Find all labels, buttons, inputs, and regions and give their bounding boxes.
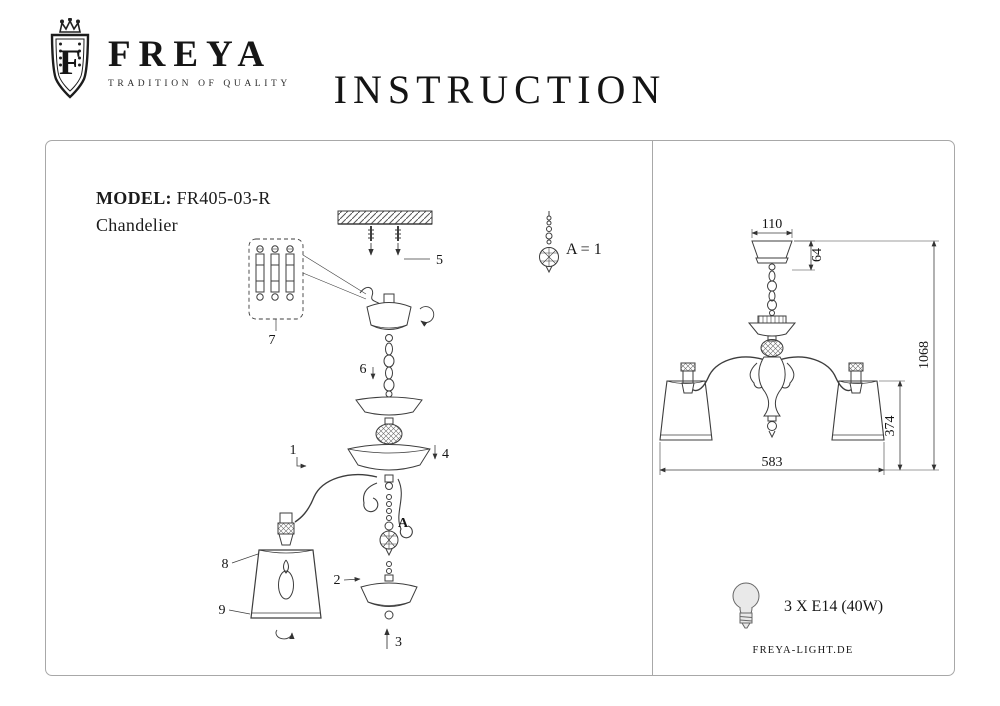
dimension-labels: 110 64 583 374 1068 3 X E14 (40W) FREYA-… xyxy=(753,217,932,656)
crystal-pendant xyxy=(379,494,399,557)
brand-block: FREYA TRADITION OF QUALITY xyxy=(108,36,291,89)
rotate-arrow-icon xyxy=(275,629,295,640)
arm xyxy=(294,473,413,539)
arrow-1 xyxy=(296,457,307,469)
dim-width xyxy=(659,442,885,475)
lamp-shade xyxy=(228,549,322,640)
rotate-arrow-icon xyxy=(419,306,435,327)
model-value: FR405-03-R xyxy=(176,188,271,208)
model-block: MODEL: FR405-03-R Chandelier xyxy=(96,185,271,239)
model-label: MODEL: xyxy=(96,188,172,208)
lamp-spec: 3 X E14 (40W) xyxy=(784,598,883,615)
canopy xyxy=(359,286,435,342)
dim-583: 583 xyxy=(762,455,783,470)
product-type: Chandelier xyxy=(96,215,178,235)
crystal-drop-detail xyxy=(539,211,559,274)
crown-icon xyxy=(59,18,81,33)
bulb-icon xyxy=(732,582,760,629)
page-title: INSTRUCTION xyxy=(333,67,667,112)
crystal-marker-label: A xyxy=(398,516,409,531)
front-body xyxy=(690,315,854,439)
dim-374: 374 xyxy=(883,416,898,437)
ceiling-mount xyxy=(337,210,433,260)
brand-name: FREYA xyxy=(108,34,273,75)
upper-dish xyxy=(355,390,423,445)
part-label-3: 3 xyxy=(395,635,402,650)
front-canopy xyxy=(751,240,793,271)
part-label-4: 4 xyxy=(442,447,449,462)
part-label-9: 9 xyxy=(219,603,226,618)
candle-bulb xyxy=(278,559,294,600)
part-label-5: 5 xyxy=(436,253,443,268)
chain xyxy=(370,342,395,392)
part-label-6: 6 xyxy=(360,362,367,377)
brand-tagline: TRADITION OF QUALITY xyxy=(108,79,291,89)
crystal-ball-ornament xyxy=(375,423,403,445)
arrow-2 xyxy=(343,576,361,582)
dim-64: 64 xyxy=(810,248,825,262)
logo-letter: F xyxy=(59,42,81,82)
front-left-lamp xyxy=(659,362,713,441)
part-label-7: 7 xyxy=(269,333,276,348)
dim-1068: 1068 xyxy=(917,341,932,369)
dim-110: 110 xyxy=(762,217,782,232)
dim-canopy-width xyxy=(751,229,793,238)
freya-shield-logo: F xyxy=(50,18,90,99)
dimension-drawing: 110 64 583 374 1068 3 X E14 (40W) FREYA-… xyxy=(659,217,939,656)
crystal-note: A = 1 xyxy=(566,241,602,258)
content-frame: MODEL: FR405-03-R Chandelier xyxy=(45,140,955,676)
front-chain xyxy=(767,270,777,316)
part-label-2: 2 xyxy=(334,573,341,588)
center-bowl xyxy=(347,444,431,490)
website: FREYA-LIGHT.DE xyxy=(753,645,854,656)
terminal-block-detail xyxy=(248,238,367,331)
part-label-8: 8 xyxy=(222,557,229,572)
assembly-diagram: 5 7 6 1 4 8 9 2 3 A A = 1 xyxy=(219,210,602,650)
panel-divider xyxy=(652,141,653,675)
part-labels: 5 7 6 1 4 8 9 2 3 A A = 1 xyxy=(219,241,602,650)
bottom-finial xyxy=(360,561,418,620)
lamp-socket xyxy=(277,512,295,546)
shield-outline xyxy=(50,33,90,99)
dim-overall-height xyxy=(794,240,939,471)
dim-body-height xyxy=(879,380,905,471)
part-label-1: 1 xyxy=(290,443,297,458)
front-right-lamp xyxy=(831,362,885,441)
